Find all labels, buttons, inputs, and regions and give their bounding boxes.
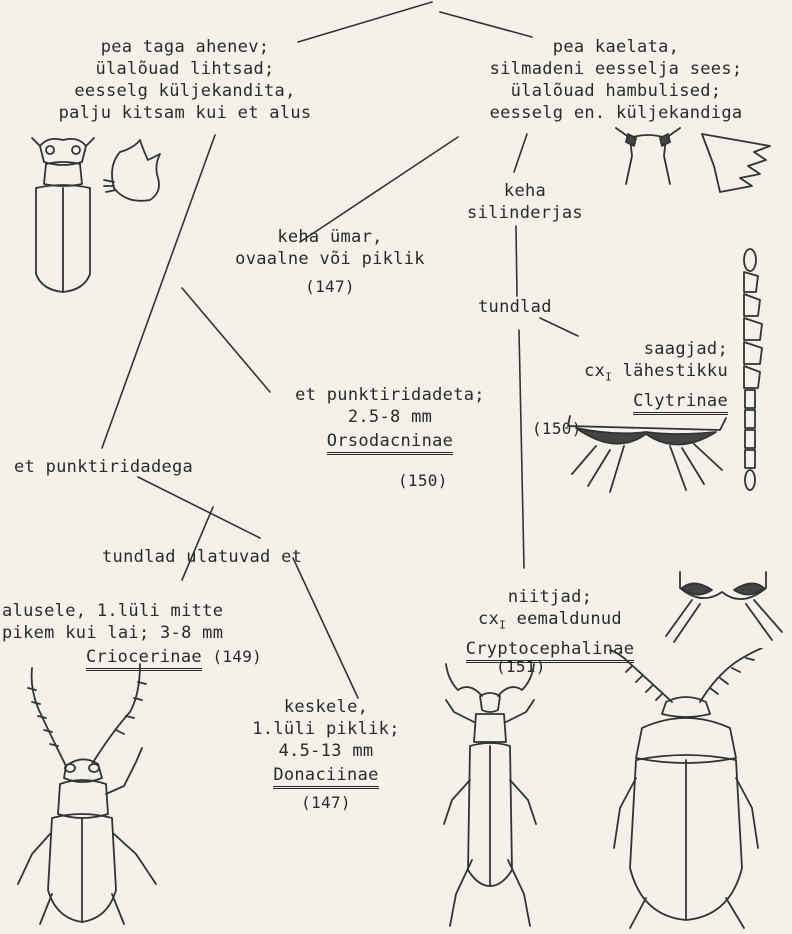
donaciinae-node: keskele, 1.lüli piklik; 4.5-13 mm Donaci… [236, 696, 416, 814]
left-branch-line: eesselg küljekandita, [0, 80, 370, 102]
donaciinae-line: keskele, [236, 696, 416, 718]
orsodacninae-node: et punktiridadeta; 2.5-8 mm Orsodacninae [290, 384, 490, 452]
donaciinae-line: 1.lüli piklik; [236, 718, 416, 740]
antenna-serrate-icon [730, 248, 770, 492]
antennae-node: tundlad [478, 296, 552, 318]
mandible-toothed-icon [696, 128, 790, 196]
round-body-line: keha ümar, [210, 226, 450, 248]
with-punctures-node: et punktiridadega [14, 456, 193, 478]
antennae-reach-node: tundlad ulatuvad et [102, 546, 302, 568]
page-reference: (149) [212, 647, 262, 666]
right-branch-line: pea kaelata, [440, 36, 792, 58]
taxon-name: Clytrinae [633, 391, 728, 415]
left-branch-line: pea taga ahenev; [0, 36, 370, 58]
cyl-body-line: silinderjas [440, 202, 610, 224]
cylindrical-body-node: keha silinderjas [440, 180, 610, 224]
page-reference: (150) [398, 470, 448, 492]
beetle-crioceris-icon [12, 654, 170, 932]
cryptocephalinae-line: cxI eemaldunud [438, 608, 662, 636]
cyl-body-line: keha [440, 180, 610, 202]
left-branch-line: palju kitsam kui et alus [0, 102, 370, 124]
orsodacninae-line: et punktiridadeta; [290, 384, 490, 406]
right-branch-line: ülalõuad hambulised; [440, 80, 792, 102]
page-reference: (147) [236, 792, 416, 814]
round-body-line: ovaalne või piklik [210, 248, 450, 270]
head-front-icon [608, 124, 688, 196]
coxa-label: cx [478, 609, 499, 629]
right-branch-couplet: pea kaelata, silmadeni eesselja sees; ül… [440, 36, 792, 124]
coxa-label: cx [584, 361, 605, 381]
taxon-name: Donaciinae [273, 765, 378, 789]
coxa-text: lähestikku [612, 361, 728, 381]
right-branch-line: eesselg en. küljekandiga [440, 102, 792, 124]
criocerinae-line: alusele, 1.lüli mitte [2, 600, 262, 622]
beetle-cryptocephalus-icon [606, 648, 768, 930]
page-reference: (147) [210, 276, 450, 298]
taxon-name: Orsodacninae [327, 431, 453, 455]
clytrinae-line: cxI lähestikku [558, 360, 728, 388]
beetle-donacia-icon [440, 660, 540, 934]
right-branch-line: silmadeni eesselja sees; [440, 58, 792, 80]
donaciinae-line: 4.5-13 mm [236, 740, 416, 762]
mandible-simple-icon [100, 136, 170, 208]
coxae-separated-icon [662, 566, 788, 644]
beetle-orsodacne-icon [18, 134, 108, 294]
coxa-text: eemaldunud [506, 609, 622, 629]
orsodacninae-line: 2.5-8 mm [290, 406, 490, 428]
round-body-node: keha ümar, ovaalne või piklik (147) [210, 226, 450, 298]
cryptocephalinae-line: niitjad; [438, 586, 662, 608]
left-branch-couplet: pea taga ahenev; ülalõuad lihtsad; eesse… [0, 36, 370, 124]
clytrinae-line: saagjad; [558, 338, 728, 360]
clytrinae-node: saagjad; cxI lähestikku Clytrinae [558, 338, 728, 412]
criocerinae-line: pikem kui lai; 3-8 mm [2, 622, 262, 644]
coxae-close-icon [566, 414, 730, 496]
left-branch-line: ülalõuad lihtsad; [0, 58, 370, 80]
